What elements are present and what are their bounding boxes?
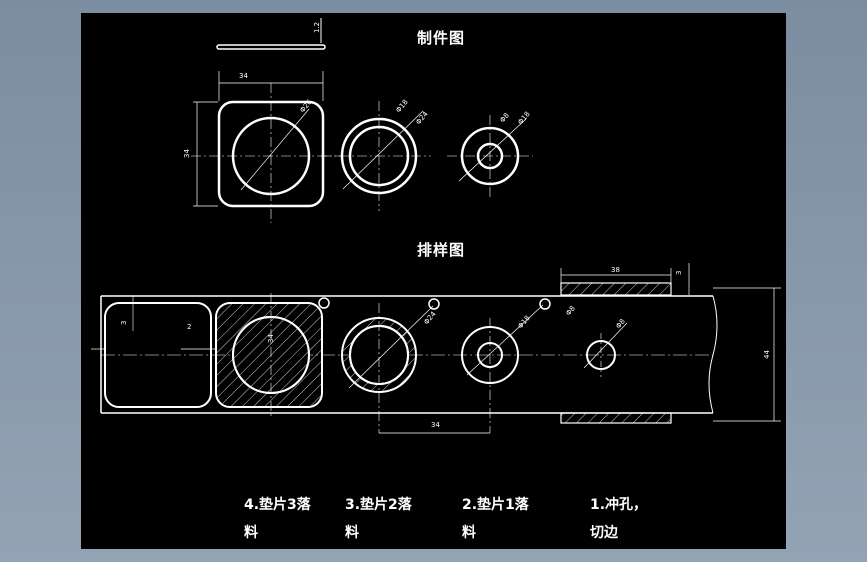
drawing-viewport[interactable]: 1.2 34 34 Φ26 Φ18 (81, 13, 786, 549)
step-label-4: 4.垫片3落料 (244, 497, 311, 541)
dim-gap-1: 3 (120, 321, 128, 325)
ring-gasket-view (321, 101, 431, 211)
cad-drawing: 1.2 34 34 Φ26 Φ18 (91, 18, 781, 434)
layout-view-title: 排样图 (417, 241, 466, 259)
dim-ring-inner: Φ18 (394, 98, 409, 114)
dim-strip-pilot: Φ8 (564, 305, 577, 318)
dim-pitch-top: 38 (611, 266, 620, 274)
square-gasket-view (191, 71, 343, 223)
dim-thickness: 1.2 (313, 22, 321, 33)
small-ring-view (447, 115, 533, 197)
dim-pitch-bottom: 34 (431, 421, 440, 429)
strip-layout-view (91, 263, 781, 434)
dim-small-inner: Φ8 (498, 112, 511, 125)
dim-small-outer: Φ18 (516, 110, 531, 126)
dim-ring-outer: Φ24 (414, 110, 430, 127)
dim-strip-hole: Φ8 (614, 318, 627, 331)
step-label-3: 3.垫片2落料 (345, 497, 412, 541)
step-label-1: 1.冲孔，切边 (590, 497, 648, 541)
dim-strip-small: Φ18 (516, 314, 531, 330)
dim-side-step: 3 (675, 271, 683, 275)
dim-strip-width: 44 (763, 350, 771, 359)
part-view-title: 制件图 (417, 29, 466, 47)
dim-strip-ring: Φ24 (422, 310, 438, 327)
dim-gap-2: 2 (187, 323, 191, 331)
dim-outer-circle: Φ26 (298, 98, 314, 115)
dim-part-height: 34 (183, 149, 191, 158)
step-label-2: 2.垫片1落料 (462, 497, 529, 541)
part-thickness-view: 1.2 (216, 18, 326, 50)
dim-part-width: 34 (239, 72, 248, 80)
dim-strip-part: 34 (267, 334, 275, 343)
